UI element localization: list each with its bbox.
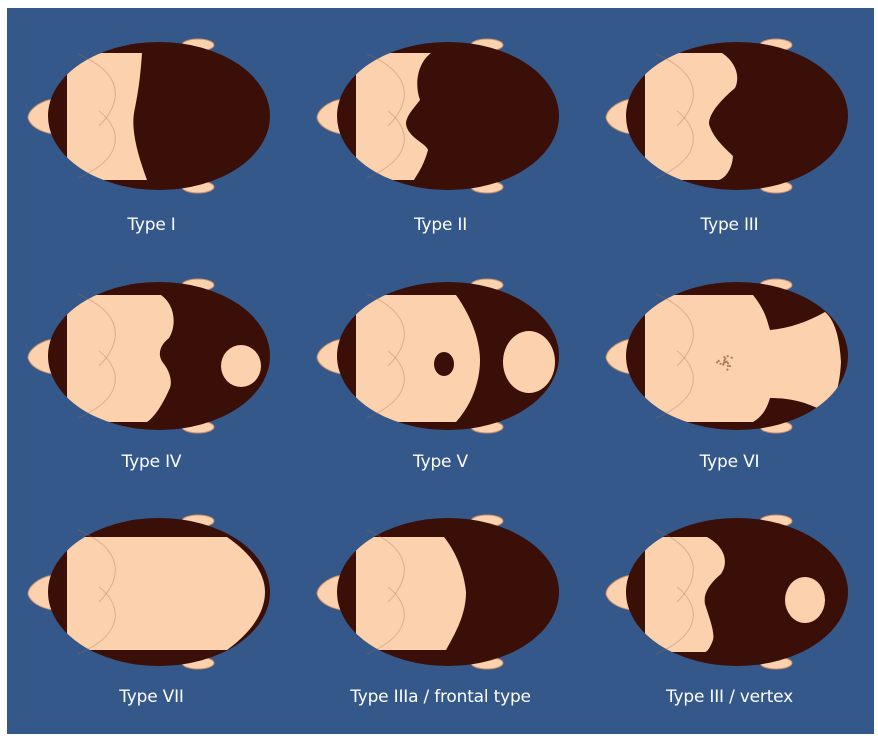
caption-type-iiia-frontal: Type IIIa / frontal type bbox=[296, 687, 585, 707]
caption-type-i: Type I bbox=[7, 215, 296, 235]
remaining-hair-tuft bbox=[434, 352, 454, 376]
sparse-hair-dot bbox=[723, 356, 725, 358]
sparse-hair-dot bbox=[727, 365, 729, 367]
sparse-hair-dot bbox=[729, 365, 731, 367]
vertex-bald-spot bbox=[503, 331, 555, 393]
bald-region bbox=[67, 537, 265, 650]
diagram-type-vii: Type VII bbox=[7, 492, 296, 734]
diagram-type-vi: Type VI bbox=[585, 250, 874, 492]
diagram-type-iii-vertex: Type III / vertex bbox=[585, 492, 874, 734]
bald-region bbox=[356, 295, 480, 422]
diagram-panel: Type I Type II Type III Type IV Type V T… bbox=[7, 8, 874, 734]
caption-type-vi: Type VI bbox=[585, 452, 874, 472]
caption-type-iv: Type IV bbox=[7, 452, 296, 472]
diagram-type-iv: Type IV bbox=[7, 250, 296, 492]
sparse-hair-dot bbox=[731, 357, 733, 359]
diagram-type-v: Type V bbox=[296, 250, 585, 492]
diagram-type-iii: Type III bbox=[585, 8, 874, 250]
vertex-bald-spot bbox=[785, 577, 825, 623]
caption-type-vii: Type VII bbox=[7, 687, 296, 707]
bald-region bbox=[67, 295, 174, 422]
caption-type-iii-vertex: Type III / vertex bbox=[585, 687, 874, 707]
caption-type-v: Type V bbox=[296, 452, 585, 472]
sparse-hair-dot bbox=[718, 360, 720, 362]
sparse-hair-dot bbox=[722, 364, 724, 366]
diagram-type-iiia-frontal: Type IIIa / frontal type bbox=[296, 492, 585, 734]
sparse-hair-dot bbox=[716, 361, 718, 363]
vertex-bald-spot bbox=[221, 345, 261, 387]
sparse-hair-dot bbox=[727, 355, 729, 357]
diagram-type-ii: Type II bbox=[296, 8, 585, 250]
sparse-hair-dot bbox=[719, 363, 721, 365]
head-illustration-type-iii bbox=[585, 8, 874, 250]
head-illustration-type-ii bbox=[296, 8, 585, 250]
sparse-hair-dot bbox=[726, 369, 728, 371]
caption-type-ii: Type II bbox=[296, 215, 585, 235]
head-illustration-type-i bbox=[7, 8, 296, 250]
bald-region bbox=[356, 537, 466, 650]
sparse-hair-dot bbox=[725, 361, 727, 363]
caption-type-iii: Type III bbox=[585, 215, 874, 235]
diagram-type-i: Type I bbox=[7, 8, 296, 250]
